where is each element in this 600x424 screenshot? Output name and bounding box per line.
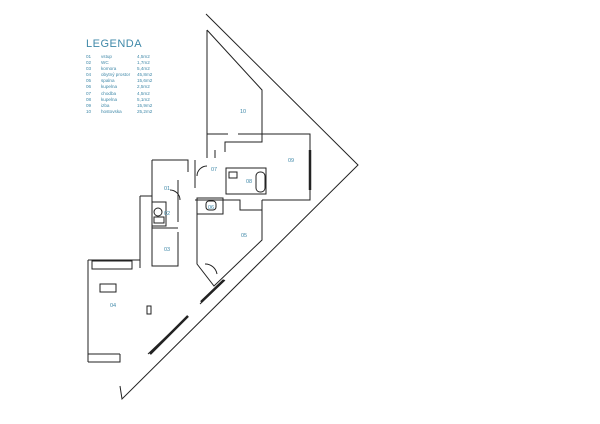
legend-area: 15,9m2 — [137, 102, 153, 108]
column — [146, 305, 152, 315]
window-segments — [149, 150, 312, 355]
window-04 — [149, 315, 189, 355]
room-05-label: 05 — [241, 233, 247, 239]
legend-num: 03 — [86, 66, 92, 72]
legend-title: LEGENDA — [86, 38, 143, 50]
toilet-02 — [153, 207, 163, 217]
legend-row: 05 spalna 15,6m2 — [86, 78, 206, 84]
legend-name: izba — [101, 102, 110, 108]
building-outline — [87, 13, 359, 401]
legend-area: 45,8m2 — [137, 72, 153, 78]
legend-name: chodba — [101, 90, 117, 96]
wall-05 — [196, 210, 263, 287]
door-swing-01 — [169, 189, 181, 201]
legend-name: hostovska — [101, 108, 122, 114]
wall-02 — [151, 201, 167, 227]
legend-num: 07 — [86, 90, 92, 96]
legend-name: kupelna — [101, 96, 118, 102]
wall-04-corner — [88, 354, 121, 363]
legend-num: 02 — [86, 60, 92, 66]
legend-area: 15,6m2 — [137, 78, 153, 84]
wall-09-top — [224, 134, 263, 152]
legend-name: komora — [101, 66, 117, 72]
legend-row: 08 kupelna 5,1m2 — [86, 97, 206, 103]
legend-rows: 01 vstup 4,5m2 02 WC 1,7m2 03 komora 5,4m2 04 obyt… — [86, 54, 206, 115]
wall-10-right — [206, 29, 263, 134]
legend-num: 09 — [86, 102, 92, 108]
legend-num: 01 — [86, 54, 92, 59]
room-06-label: 06 — [208, 205, 214, 211]
legend-row: 03 komora 5,4m2 — [86, 66, 206, 72]
legend-name: spalna — [101, 78, 115, 84]
sink-02 — [153, 216, 165, 224]
room-02-label: 02 — [164, 211, 170, 217]
legend-row: 01 vstup 4,5m2 — [86, 54, 206, 60]
legend-area: 5,1m2 — [137, 96, 150, 102]
legend-area: 2,5m2 — [137, 84, 150, 90]
legend-num: 05 — [86, 78, 92, 84]
legend: LEGENDA 01 vstup 4,5m2 02 WC 1,7m2 03 komora 5,4… — [86, 38, 206, 115]
legend-num: 10 — [86, 108, 92, 114]
window-05 — [200, 279, 225, 303]
room-01-label: 01 — [164, 186, 170, 192]
legend-row: 07 chodba 4,5m2 — [86, 91, 206, 97]
room-08-label: 08 — [246, 179, 252, 185]
legend-row: 10 hostovska 25,2m2 — [86, 109, 206, 115]
legend-name: vstup — [101, 54, 112, 59]
legend-row: 06 kupelna 2,5m2 — [86, 84, 206, 90]
legend-name: obytný prostor — [101, 72, 131, 78]
sink-08 — [228, 171, 238, 179]
room-10-label: 10 — [240, 109, 246, 115]
room-04-label: 04 — [110, 303, 116, 309]
legend-area: 1,7m2 — [137, 60, 150, 66]
kitchen-island — [99, 283, 117, 293]
legend-area: 4,5m2 — [137, 54, 150, 59]
wall-01-top — [152, 159, 189, 172]
legend-num: 04 — [86, 72, 92, 78]
kitchen-counter — [91, 260, 133, 270]
legend-area: 4,5m2 — [137, 90, 150, 96]
room-09-label: 09 — [288, 158, 294, 164]
legend-name: kupelna — [101, 84, 118, 90]
wall-04-top — [88, 259, 141, 268]
wall-08 — [225, 167, 267, 195]
legend-num: 08 — [86, 96, 92, 102]
fixture-06 — [205, 200, 217, 211]
wall-06 — [196, 197, 224, 215]
legend-row: 09 izba 15,9m2 — [86, 103, 206, 109]
legend-row: 02 WC 1,7m2 — [86, 60, 206, 66]
diagonal-exterior-wall — [119, 13, 359, 401]
door-swing-07 — [196, 165, 208, 177]
room-07-label: 07 — [211, 167, 217, 173]
door-swing-05 — [204, 263, 218, 275]
legend-num: 06 — [86, 84, 92, 90]
bathtub-08 — [255, 171, 266, 193]
legend-row: 04 obytný prostor 45,8m2 — [86, 72, 206, 78]
wall-07-bottom — [195, 199, 263, 211]
room-03-label: 03 — [164, 247, 170, 253]
legend-area: 25,2m2 — [137, 108, 153, 114]
legend-name: WC — [101, 60, 109, 66]
wall-09 — [262, 133, 311, 201]
legend-area: 5,4m2 — [137, 66, 150, 72]
